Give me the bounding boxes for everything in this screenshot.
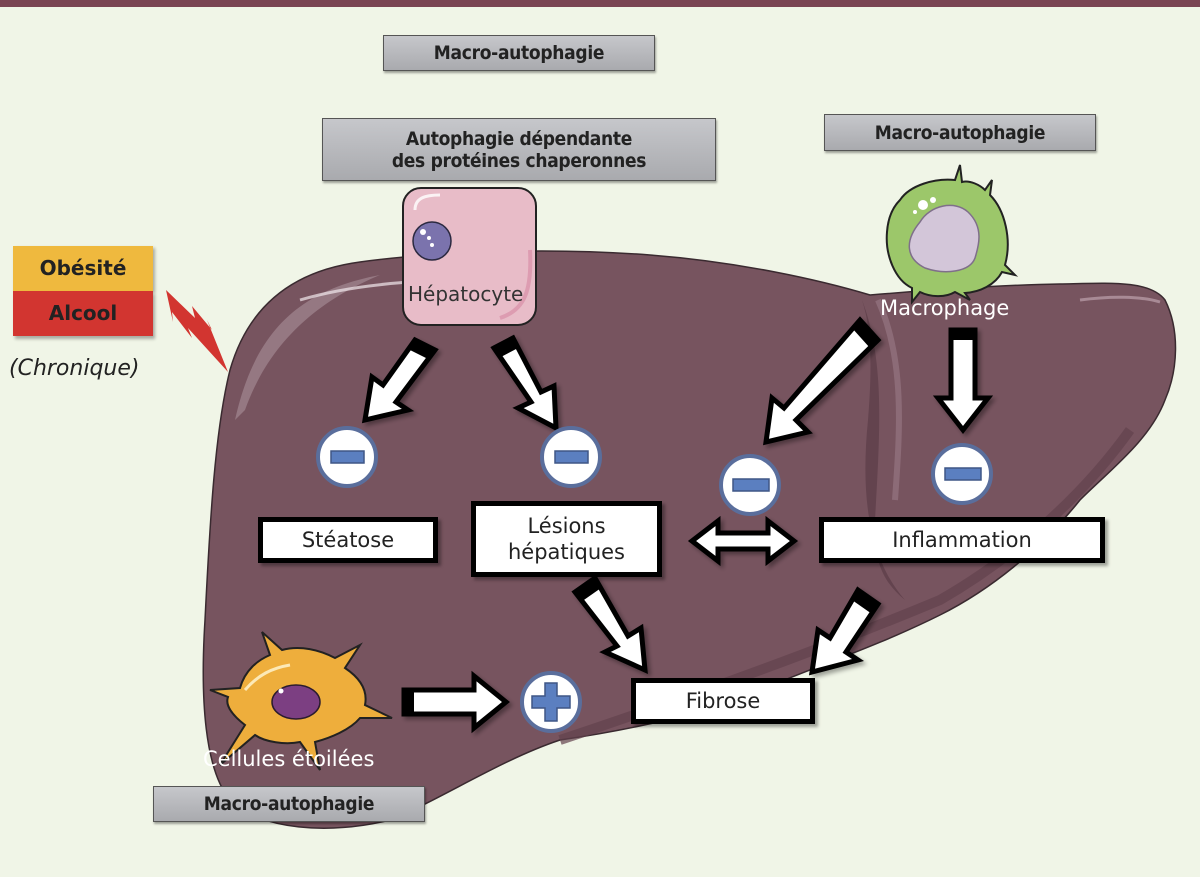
outcome-fibrosis: Fibrose [631, 678, 815, 724]
outcome-text: Fibrose [685, 689, 761, 713]
label-macro-autophagy-bottom: Macro-autophagie [153, 786, 425, 822]
label-macro-autophagy-top: Macro-autophagie [383, 35, 655, 71]
label-text: Macro-autophagie [433, 42, 605, 64]
arrow-hepatocyte-to-lesions [490, 334, 559, 433]
stellate-nucleus [271, 684, 321, 720]
inhibit-sign-macrophage-lesions [719, 454, 781, 516]
risk-alcohol-text: Alcool [48, 301, 118, 325]
inhibit-sign-lesions [540, 426, 602, 488]
promote-sign-fibrosis [520, 671, 582, 733]
macrophage-cell [885, 164, 1019, 305]
risk-qualifier: (Chronique) [9, 356, 140, 381]
label-text: Macro-autophagie [874, 121, 1046, 144]
outcome-inflammation: Inflammation [819, 517, 1105, 563]
outcome-text-line2: hépatiques [508, 540, 625, 564]
label-text-line1: Autophagie dépendante [405, 127, 633, 150]
outcome-text: Stéatose [301, 528, 395, 552]
outcome-text: Inflammation [892, 528, 1032, 552]
label-macro-autophagy-right: Macro-autophagie [824, 114, 1096, 151]
risk-alcohol: Alcool [13, 291, 153, 336]
label-text-line2: des protéines chaperonnes [391, 149, 647, 172]
inhibit-sign-inflammation [931, 443, 993, 505]
arrow-stellate-to-fibrosis [401, 670, 510, 734]
caption-macrophage: Macrophage [880, 296, 1010, 320]
risk-obesity: Obésité [13, 246, 153, 291]
arrow-lesions-inflammation-bidirectional [687, 515, 799, 567]
caption-stellate: Cellules étoilées [203, 747, 375, 771]
lightning-bolt-icon [166, 290, 228, 372]
top-accent-bar [0, 0, 1200, 7]
stellate-cell [209, 631, 393, 771]
inhibit-sign-steatosis [316, 426, 378, 488]
hepatocyte-nucleus [412, 221, 452, 261]
label-chaperone-autophagy: Autophagie dépendante des protéines chap… [322, 118, 716, 181]
arrow-macrophage-to-inflammation [932, 327, 994, 435]
arrow-macrophage-to-lesions [763, 316, 882, 446]
outcome-steatosis: Stéatose [258, 517, 438, 563]
outcome-liver-lesions: Lésions hépatiques [471, 501, 662, 577]
hepatocyte-cell [402, 187, 537, 326]
outcome-text-line1: Lésions [527, 514, 606, 538]
risk-obesity-text: Obésité [39, 256, 127, 280]
label-text: Macro-autophagie [203, 793, 375, 815]
caption-hepatocyte: Hépatocyte [408, 282, 524, 306]
